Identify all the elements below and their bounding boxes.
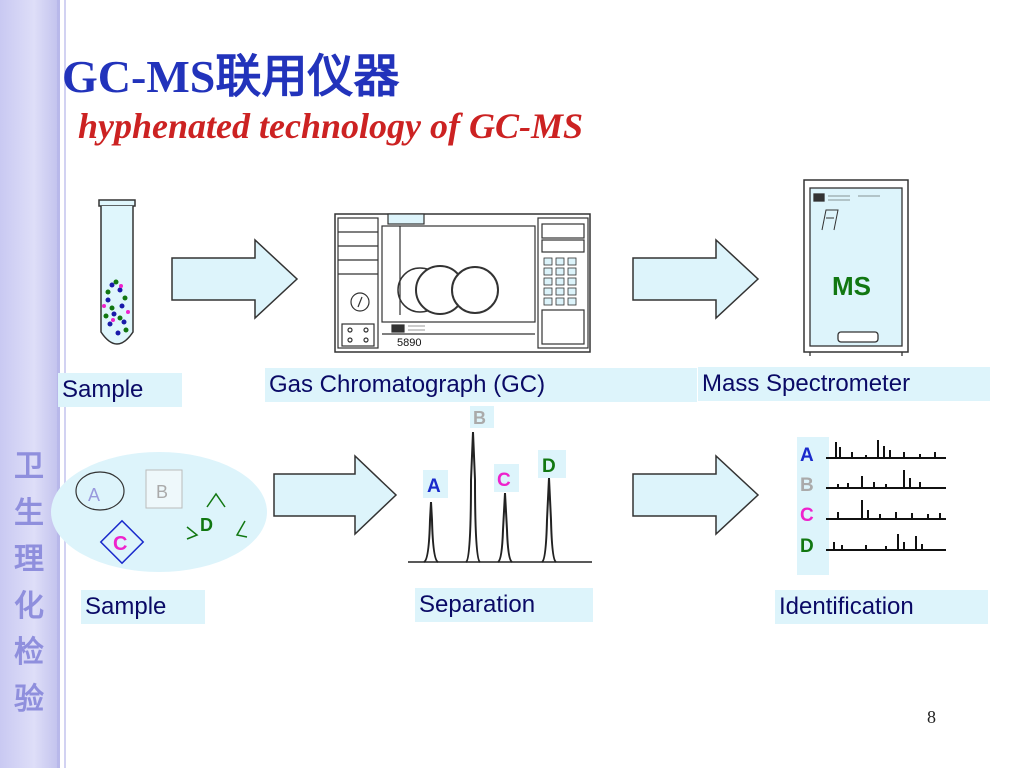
side-title: 卫 生 理 化 检 验	[6, 444, 52, 723]
arrow-icon	[632, 238, 760, 320]
spectrum-label-c: C	[800, 505, 814, 526]
side-title-char: 检	[14, 635, 44, 670]
gas-chromatograph-icon	[334, 213, 591, 353]
mass-spectrometer-icon	[803, 179, 909, 356]
arrow-icon	[632, 454, 760, 536]
side-title-char: 生	[14, 495, 44, 531]
side-title-char: 验	[14, 681, 44, 717]
peak-label-c: C	[497, 470, 511, 491]
peak-label-b: B	[473, 408, 486, 428]
spectrum-label-b: B	[800, 475, 814, 496]
test-tube-icon	[98, 199, 136, 345]
component-label-d: D	[200, 515, 213, 535]
label-gas-chromatograph: Gas Chromatograph (GC)	[265, 368, 697, 402]
peak-label-a: A	[427, 476, 441, 497]
side-title-char: 卫	[14, 449, 44, 484]
side-title-char: 化	[14, 588, 44, 624]
arrow-icon	[273, 454, 398, 536]
spectrum-label-a: A	[800, 445, 814, 466]
label-mass-spectrometer: Mass Spectrometer	[698, 367, 990, 401]
label-sample-bottom: Sample	[81, 590, 205, 624]
label-separation: Separation	[415, 588, 593, 622]
slide-title: GC-MS联用仪器	[62, 51, 400, 102]
page-number: 8	[927, 707, 936, 727]
component-label-a: A	[88, 485, 100, 505]
ms-text: MS	[832, 271, 871, 301]
side-title-char: 理	[14, 542, 44, 577]
slide-subtitle: hyphenated technology of GC-MS	[78, 106, 584, 146]
label-sample-top: Sample	[58, 373, 182, 407]
arrow-icon	[171, 238, 299, 320]
component-label-c: C	[113, 533, 127, 555]
gc-model-label: 5890	[397, 337, 421, 349]
spectrum-label-d: D	[800, 536, 814, 557]
component-label-b: B	[156, 482, 168, 502]
sample-ellipse	[51, 452, 267, 572]
peak-label-d: D	[542, 456, 556, 477]
label-identification: Identification	[775, 590, 988, 624]
chromatogram	[408, 406, 592, 563]
mass-spectra	[797, 437, 946, 575]
